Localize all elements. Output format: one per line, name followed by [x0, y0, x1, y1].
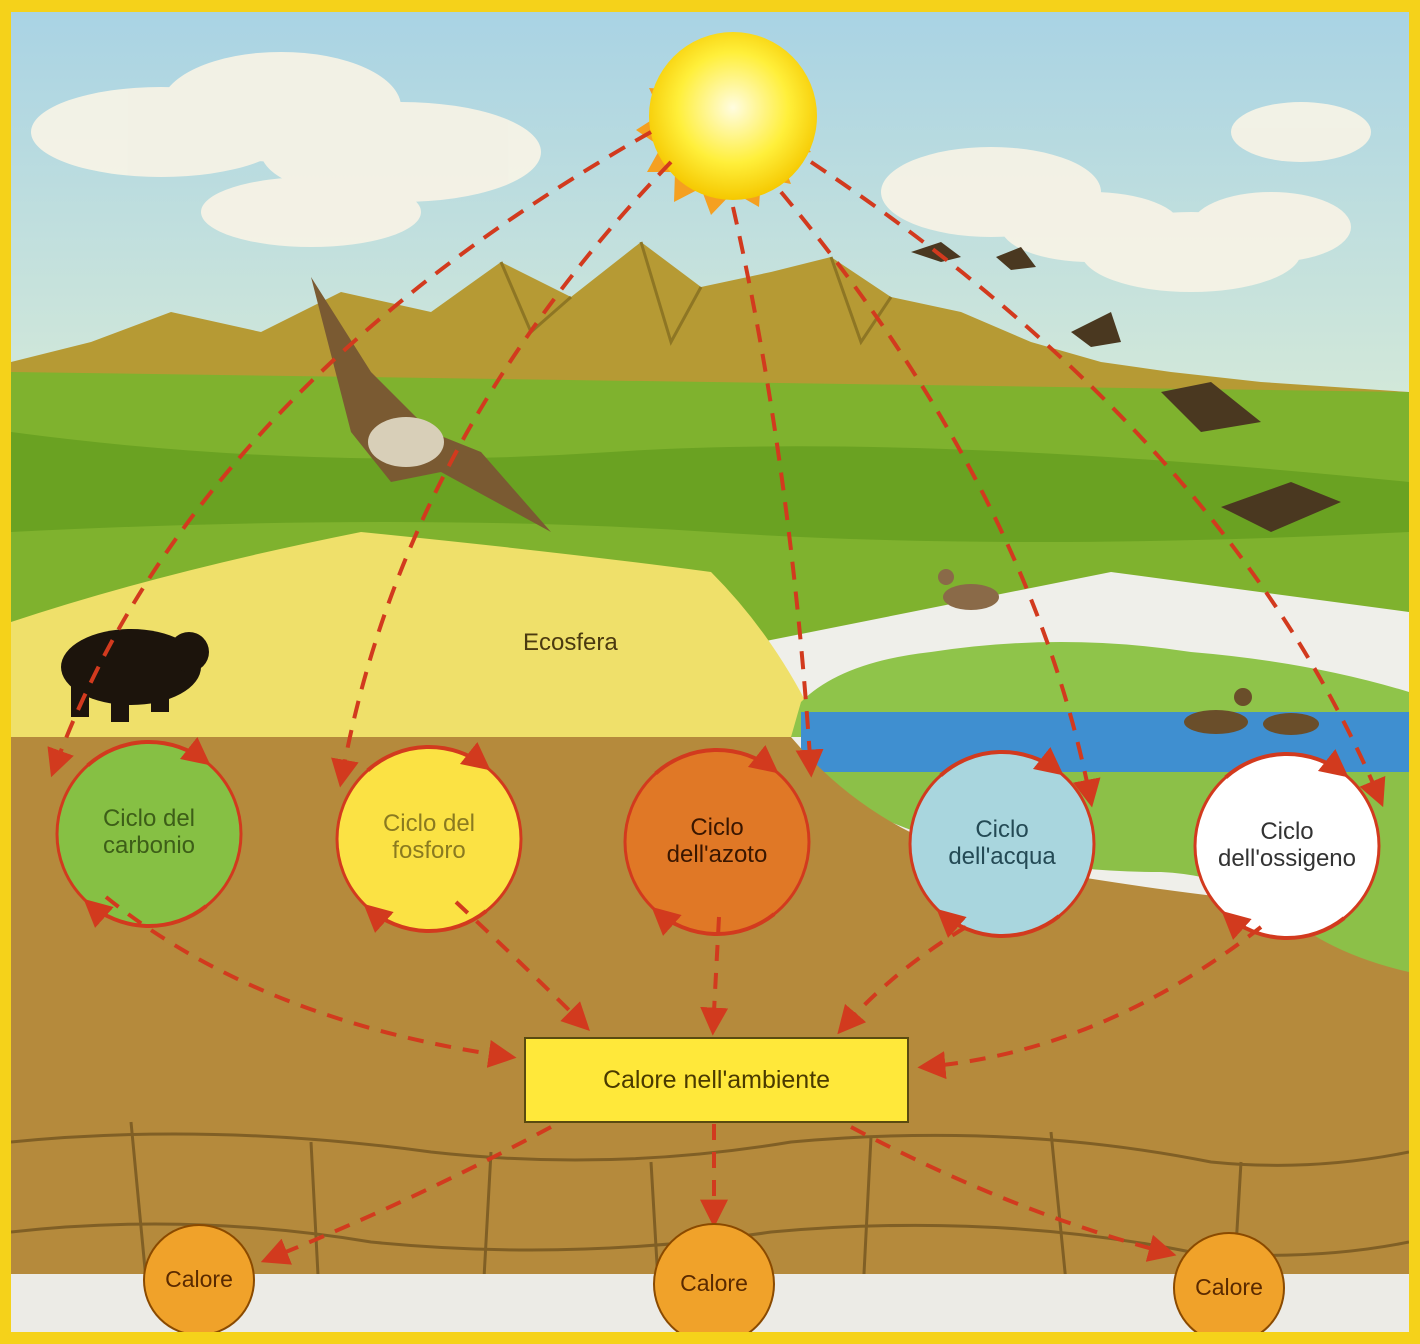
scene-illustration	[11, 12, 1409, 1332]
cycle-label-acqua: Ciclo dell'acqua	[948, 816, 1056, 870]
arrow-sun-acqua	[779, 190, 1101, 808]
cycle-arrow-ossigeno	[1224, 749, 1349, 779]
meadow	[11, 532, 811, 737]
cycle-circles	[55, 737, 1381, 940]
cycle-arrow-lower-fosforo	[363, 903, 488, 933]
heat-output-label-1: Calore	[165, 1266, 233, 1293]
sun-icon	[636, 32, 817, 215]
cycle-arrow-lower-azoto	[651, 906, 776, 936]
cycle-arrow-lower-carbonio	[83, 898, 208, 928]
cycle-label-fosforo: Ciclo del fosforo	[382, 810, 476, 864]
arrow-sun-ossigeno	[809, 160, 1386, 808]
heat-circles	[143, 1223, 1285, 1332]
heat-output-label-2: Calore	[680, 1270, 748, 1297]
birds-icon	[911, 242, 1341, 532]
heat-output-arrows	[260, 1124, 1177, 1265]
cycle-arrow-lower-acqua	[936, 908, 1061, 938]
heat-circle-2	[653, 1223, 775, 1332]
cycle-arrow-lower-ossigeno	[1221, 910, 1346, 940]
heat-circle-1	[143, 1224, 255, 1332]
cycle-arrow-azoto	[654, 745, 779, 775]
cycle-arrow-acqua	[939, 747, 1064, 777]
arrow-sun-fosforo	[331, 160, 673, 788]
ecosphere-scene: Ecosfera Ciclo del carbonio Ciclo del fo…	[11, 12, 1409, 1332]
heat-output-label-3: Calore	[1195, 1274, 1263, 1301]
heat-box	[524, 1037, 909, 1123]
cycle-label-ossigeno: Ciclo dell'ossigeno	[1217, 818, 1356, 872]
hawk-icon	[311, 277, 551, 532]
cycle-arrow-carbonio	[86, 737, 211, 767]
sun-to-cycle-arrows	[47, 130, 1386, 808]
cycle-label-carbonio: Ciclo del carbonio	[102, 805, 196, 859]
cycle-arrow-fosforo	[366, 742, 491, 772]
clouds	[31, 52, 1371, 292]
ducks-icon	[1184, 688, 1319, 735]
ecosphere-label: Ecosfera	[523, 629, 618, 656]
deer-icon	[938, 569, 999, 610]
bear-icon	[61, 629, 209, 722]
heat-circle-3	[1173, 1232, 1285, 1332]
cycle-label-azoto: Ciclo dell'azoto	[666, 814, 768, 868]
arrow-sun-azoto	[731, 206, 824, 778]
cycle-to-heat-arrows	[104, 895, 1263, 1080]
heat-box-label: Calore nell'ambiente	[602, 1065, 831, 1094]
